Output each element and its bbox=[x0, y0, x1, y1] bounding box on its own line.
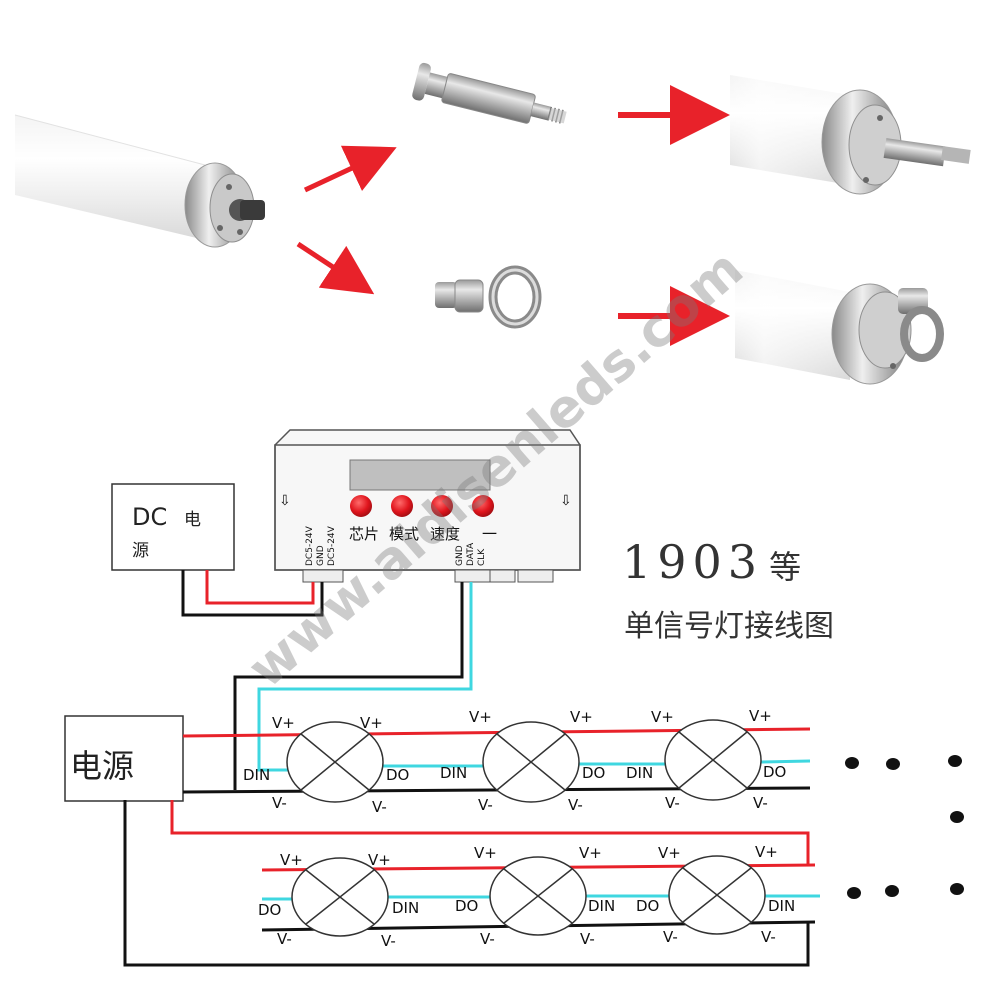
controller-wires bbox=[181, 570, 473, 790]
svg-text:GND: GND bbox=[316, 545, 326, 566]
row1-labels: V+ V+ V+ V+ V+ V+ DIN DO DIN DO DIN DO V… bbox=[243, 707, 786, 816]
svg-text:V-: V- bbox=[753, 794, 768, 812]
svg-text:V+: V+ bbox=[579, 844, 602, 862]
minus-button[interactable] bbox=[472, 495, 494, 517]
mode-label: 模式 bbox=[389, 525, 419, 543]
svg-text:DIN: DIN bbox=[243, 766, 270, 784]
dc-label-elec: 电 bbox=[184, 510, 201, 530]
led-controller: 芯片 模式 速度 一 ⇩ ⇩ DC5-24V GND DC5-24V GND D… bbox=[274, 429, 581, 583]
pixel-node-icon bbox=[664, 719, 762, 801]
svg-text:GND: GND bbox=[455, 545, 465, 566]
svg-text:V+: V+ bbox=[469, 708, 492, 726]
pixel-node-row1 bbox=[286, 719, 762, 803]
svg-text:V+: V+ bbox=[368, 851, 391, 869]
pixel-node-row2 bbox=[291, 855, 766, 937]
svg-text:V-: V- bbox=[372, 798, 387, 816]
pixel-node-icon bbox=[291, 857, 389, 937]
svg-text:DATA: DATA bbox=[466, 542, 476, 566]
continuation-dots bbox=[845, 755, 964, 899]
eye-bolt-cap-icon bbox=[435, 265, 542, 329]
svg-text:V+: V+ bbox=[474, 844, 497, 862]
svg-text:V-: V- bbox=[272, 794, 287, 812]
pixel-node-icon bbox=[482, 721, 580, 803]
svg-text:DO: DO bbox=[582, 764, 605, 782]
minus-label: 一 bbox=[482, 525, 497, 543]
svg-text:V-: V- bbox=[568, 796, 583, 814]
svg-text:V+: V+ bbox=[280, 851, 303, 869]
pixel-tube-icon bbox=[14, 114, 265, 248]
svg-text:DIN: DIN bbox=[588, 897, 615, 915]
svg-text:V-: V- bbox=[580, 930, 595, 948]
svg-text:V-: V- bbox=[277, 930, 292, 948]
svg-text:DO: DO bbox=[763, 763, 786, 781]
controller-buttons bbox=[350, 495, 494, 517]
row2-labels: V+ V+ V+ V+ V+ V+ DO DIN DO DIN DO DIN V… bbox=[258, 843, 795, 950]
svg-text:V+: V+ bbox=[272, 714, 295, 732]
svg-text:V+: V+ bbox=[651, 708, 674, 726]
tube-with-stud-icon bbox=[730, 75, 971, 195]
svg-text:DO: DO bbox=[386, 766, 409, 784]
svg-text:DIN: DIN bbox=[392, 899, 419, 917]
threaded-stud-cap-icon bbox=[412, 62, 567, 124]
svg-text:V-: V- bbox=[761, 928, 776, 946]
svg-text:V+: V+ bbox=[570, 708, 593, 726]
right-terminal-labels: GND DATA CLK bbox=[455, 542, 487, 566]
svg-text:V+: V+ bbox=[755, 843, 778, 861]
chip-button[interactable] bbox=[350, 495, 372, 517]
svg-text:V-: V- bbox=[381, 932, 396, 950]
speed-button[interactable] bbox=[431, 495, 453, 517]
svg-text:V+: V+ bbox=[749, 707, 772, 725]
svg-text:V+: V+ bbox=[658, 844, 681, 862]
arrow-down-right bbox=[296, 241, 375, 295]
dc-label: DC bbox=[132, 503, 167, 531]
arrow-up-right bbox=[303, 145, 397, 193]
svg-text:DIN: DIN bbox=[626, 764, 653, 782]
svg-text:DIN: DIN bbox=[440, 764, 467, 782]
main-power-supply: 电源 bbox=[64, 715, 184, 802]
svg-text:DC5-24V: DC5-24V bbox=[327, 525, 337, 566]
svg-text:DO: DO bbox=[455, 897, 478, 915]
svg-text:V-: V- bbox=[663, 928, 678, 946]
svg-text:DO: DO bbox=[258, 901, 281, 919]
mode-button[interactable] bbox=[391, 495, 413, 517]
pixel-node-icon bbox=[668, 855, 766, 935]
main-power-label: 电源 bbox=[70, 747, 134, 785]
svg-text:V-: V- bbox=[480, 930, 495, 948]
terminal-blocks bbox=[302, 569, 554, 583]
left-terminal-labels: DC5-24V GND DC5-24V bbox=[305, 525, 337, 566]
lcd-display bbox=[349, 459, 491, 491]
dc-power-supply: DC 电 源 bbox=[111, 483, 235, 571]
tube-with-eyebolt-icon bbox=[735, 270, 944, 385]
chip-label: 芯片 bbox=[349, 525, 379, 543]
diagram-subtitle: 单信号灯接线图 bbox=[624, 609, 834, 644]
svg-text:DO: DO bbox=[636, 897, 659, 915]
svg-text:DIN: DIN bbox=[768, 897, 795, 915]
right-arrow-icon: ⇩ bbox=[560, 493, 572, 509]
svg-text:V-: V- bbox=[665, 794, 680, 812]
pixel-node-icon bbox=[286, 721, 384, 803]
left-arrow-icon: ⇩ bbox=[279, 493, 291, 509]
speed-label: 速度 bbox=[430, 525, 460, 543]
svg-text:CLK: CLK bbox=[477, 548, 487, 566]
svg-text:V-: V- bbox=[478, 796, 493, 814]
svg-text:V+: V+ bbox=[360, 714, 383, 732]
dc-label-source: 源 bbox=[132, 541, 149, 561]
svg-text:DC5-24V: DC5-24V bbox=[305, 525, 315, 566]
pixel-node-icon bbox=[489, 856, 587, 936]
